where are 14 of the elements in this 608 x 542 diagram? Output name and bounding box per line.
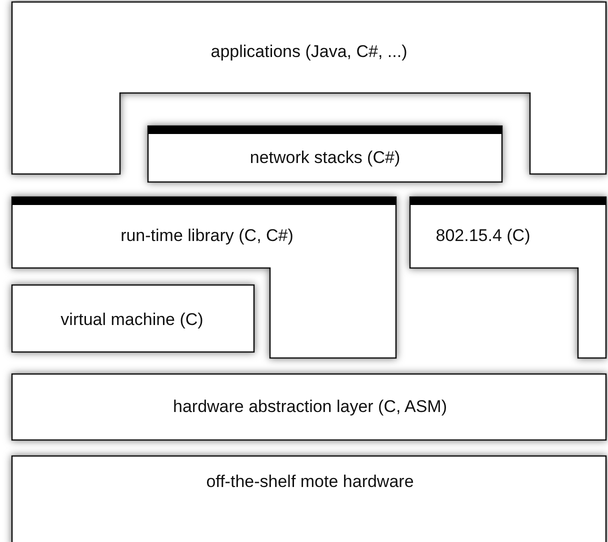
layer-block (12, 197, 396, 358)
layer-label: off-the-shelf mote hardware (206, 472, 414, 492)
layer-label: hardware abstraction layer (C, ASM) (173, 397, 447, 417)
layer-block (12, 456, 606, 542)
layer-label: run-time library (C, C#) (120, 226, 294, 246)
layer-block (148, 126, 502, 182)
layer-label: applications (Java, C#, ...) (210, 42, 408, 62)
layer-label: virtual machine (C) (60, 310, 204, 330)
layer-block (12, 2, 606, 174)
layer-block (12, 285, 254, 352)
layer-block (410, 197, 606, 358)
layer-label: network stacks (C#) (250, 148, 400, 168)
layer-block (12, 374, 606, 440)
layer-label: 802.15.4 (C) (436, 226, 530, 246)
